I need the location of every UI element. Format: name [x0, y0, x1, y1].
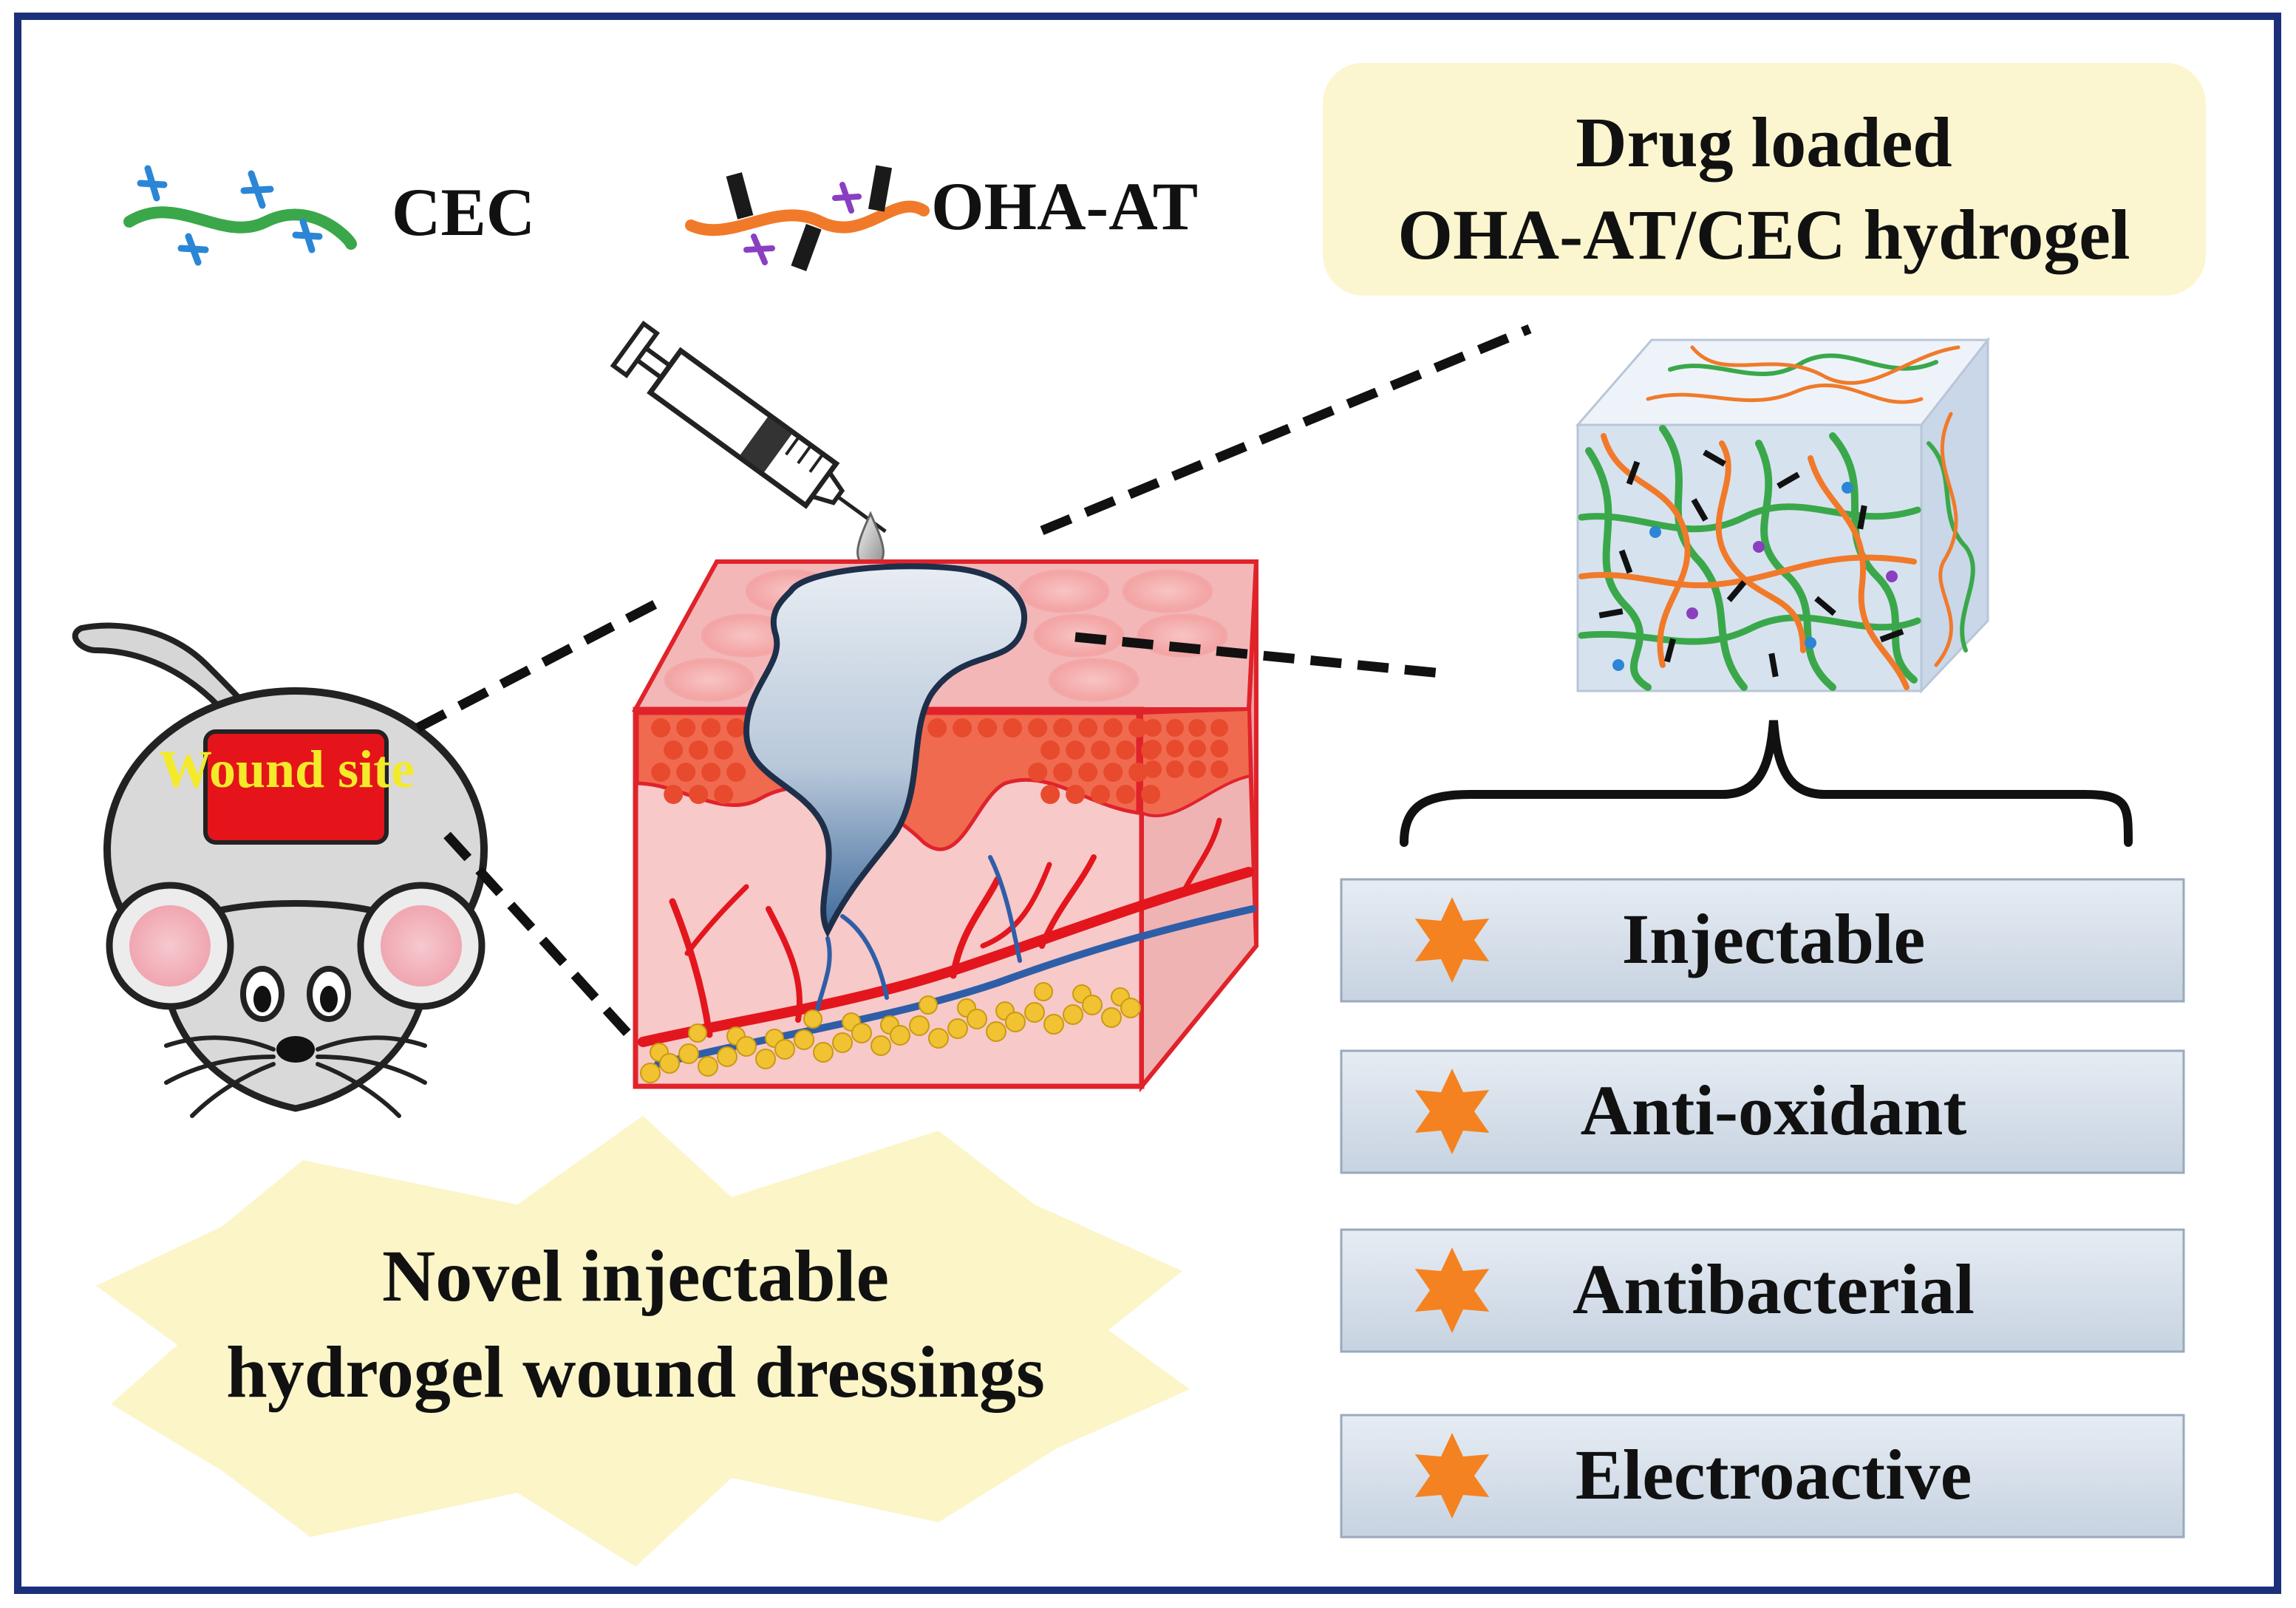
- star-icon: [1414, 1247, 1490, 1333]
- highlight-banner: Novel injectable hydrogel wound dressing…: [96, 1116, 1190, 1567]
- cube-top: [1575, 338, 1991, 426]
- oha-chain-icon: [685, 200, 930, 236]
- zoom-guides: [415, 324, 1532, 1046]
- property-box: [1340, 1228, 2185, 1353]
- star-icon: [1414, 1069, 1490, 1154]
- curly-brace: [1400, 720, 2133, 847]
- syringe-icon: [610, 320, 887, 534]
- hydrogel-callout: Drug loaded OHA-AT/CEC hydrogel: [1323, 63, 2206, 296]
- mouse-illustration: Wound site: [72, 622, 488, 1118]
- property-list: InjectableAnti-oxidantAntibacterialElect…: [1340, 878, 2185, 1539]
- property-box: [1340, 1414, 2185, 1539]
- callout-line-1: Drug loaded: [1575, 103, 1952, 182]
- banner-starburst: [96, 1116, 1190, 1567]
- cec-crosslinker-icon: [137, 165, 323, 266]
- oha-label: OHA-AT: [931, 168, 1198, 244]
- property-item: Electroactive: [1340, 1414, 2185, 1539]
- banner-line-2: hydrogel wound dressings: [226, 1331, 1045, 1413]
- property-item: Anti-oxidant: [1340, 1049, 2185, 1174]
- property-label: Antibacterial: [1573, 1250, 1975, 1329]
- legend-cec: CEC: [123, 165, 535, 266]
- wound-site: [203, 729, 389, 845]
- legend-oha-at: OHA-AT: [685, 165, 1198, 271]
- star-icon: [1414, 897, 1490, 983]
- oha-crosslinker-icon: [743, 182, 862, 265]
- property-label: Injectable: [1622, 899, 1926, 978]
- polymer-network: [1578, 425, 1921, 691]
- wound-site-label: Wound site: [159, 740, 415, 799]
- top-network: [1646, 345, 1961, 404]
- cec-chain-icon: [123, 206, 357, 250]
- fat-cells: [640, 982, 1141, 1083]
- skin-block-illustration: [631, 559, 1259, 1093]
- property-box: [1340, 878, 2185, 1003]
- callout-box: [1323, 63, 2206, 296]
- blood-vessels: [638, 817, 1256, 1068]
- network-crosslinks: [1598, 449, 1904, 678]
- callout-line-2: OHA-AT/CEC hydrogel: [1397, 195, 2130, 274]
- banner-line-1: Novel injectable: [382, 1235, 889, 1317]
- property-box: [1340, 1049, 2185, 1174]
- property-label: Electroactive: [1575, 1435, 1972, 1514]
- property-label: Anti-oxidant: [1581, 1071, 1967, 1150]
- hydrogel-cube-illustration: [1575, 336, 1991, 694]
- mouse-whiskers: [164, 1035, 427, 1118]
- oha-aniline-tetramer-icon: [726, 165, 893, 271]
- mouse-nose: [276, 1036, 315, 1063]
- side-network: [1927, 412, 1975, 667]
- star-icon: [1414, 1433, 1490, 1519]
- property-item: Injectable: [1340, 878, 2185, 1003]
- cec-label: CEC: [392, 174, 535, 250]
- property-item: Antibacterial: [1340, 1228, 2185, 1353]
- hydrogel-filler: [743, 563, 1027, 938]
